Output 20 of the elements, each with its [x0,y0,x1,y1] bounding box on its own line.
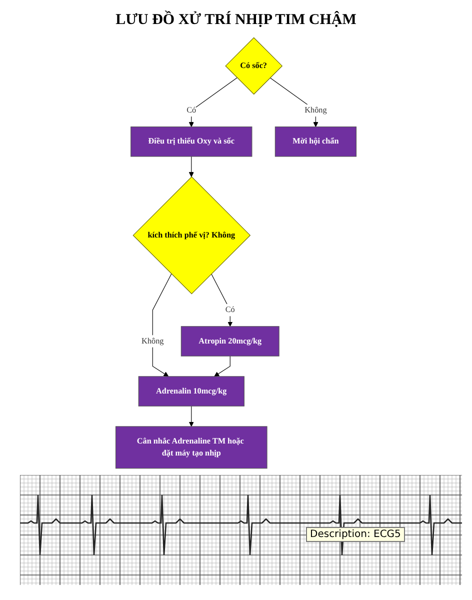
arrow [152,274,172,377]
node-box: Adrenalin 10mcg/kg [138,376,244,406]
arrow [214,356,230,377]
edge-label: Có [225,306,235,314]
node-box: Atropin 20mcg/kg [180,326,280,356]
arrow [188,406,194,427]
arrow [188,156,194,178]
node-diamond: Có sốc? [225,37,283,95]
diagram-title: LƯU ĐỒ XỬ TRÍ NHỊP TIM CHẬM [114,12,358,29]
edge-label: Không [142,336,164,346]
arrow [211,274,233,327]
arrow [270,77,318,128]
node-diamond: kích thích phế vị? Không [132,176,251,294]
node-box: Cân nhắc Adrenaline TM hoặc đặt máy tạo nhịp [115,426,268,469]
arrow [188,77,238,128]
edge-label: Không [304,106,327,115]
edge-label: Có [186,106,196,115]
node-box: Mời hội chẩn [274,126,357,157]
tooltip-label: Description: ECG5 [306,527,405,542]
node-box: Điều trị thiếu Oxy và sốc [130,126,252,157]
